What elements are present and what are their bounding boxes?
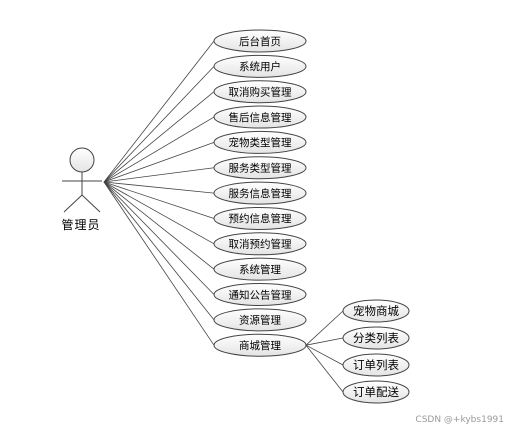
association-line (103, 181, 215, 194)
use-case-12: 资源管理 (213, 308, 307, 332)
use-case-13: 商城管理 (213, 333, 307, 357)
sub-use-case-2-shape (342, 326, 410, 350)
use-case-2: 系统用户 (213, 54, 307, 78)
association-line (103, 181, 215, 321)
use-case-5: 宠物类型管理 (213, 130, 307, 154)
sub-association-line (305, 344, 344, 366)
sub-use-case-2-label: 分类列表 (353, 331, 399, 345)
use-case-6-label: 服务类型管理 (229, 162, 292, 175)
use-case-4-label: 售后信息管理 (229, 111, 292, 124)
use-case-1-shape (213, 29, 307, 53)
sub-association-line (305, 344, 344, 393)
association-line (103, 91, 215, 183)
use-case-3-shape (213, 80, 307, 104)
use-case-3-label: 取消购买管理 (229, 85, 292, 98)
association-lines (103, 40, 344, 393)
use-case-11-shape (213, 283, 307, 306)
use-case-10: 系统管理 (213, 257, 307, 281)
use-case-9: 取消预约管理 (213, 232, 307, 256)
sub-use-case-4-label: 订单配送 (353, 385, 399, 399)
use-case-7-label: 服务信息管理 (229, 187, 292, 200)
association-line (103, 142, 215, 183)
sub-association-line (305, 310, 344, 346)
use-case-4: 售后信息管理 (213, 105, 307, 129)
use-case-1: 后台首页 (213, 29, 307, 53)
use-case-10-label: 系统管理 (239, 263, 281, 276)
use-case-13-shape (213, 333, 307, 357)
sub-use-case-1-label: 宠物商城 (353, 304, 399, 318)
actor-left-leg (63, 194, 83, 213)
sub-use-case-4-shape (342, 380, 410, 404)
use-case-6-shape (213, 156, 307, 180)
use-case-10-shape (213, 257, 307, 281)
association-line (103, 40, 215, 183)
association-line (103, 181, 215, 219)
association-line (103, 181, 215, 245)
sub-use-case-3-label: 订单列表 (353, 358, 399, 372)
use-case-1-label: 后台首页 (239, 35, 281, 48)
sub-use-case-1-shape (342, 299, 410, 323)
actor-right-leg (81, 194, 101, 213)
association-line (103, 116, 215, 183)
use-case-6: 服务类型管理 (213, 156, 307, 180)
use-case-11-label: 通知公告管理 (229, 288, 292, 301)
use-case-8-label: 预约信息管理 (229, 212, 292, 225)
actor-head (69, 147, 95, 173)
use-case-12-label: 资源管理 (239, 314, 281, 327)
actor-label: 管理员 (61, 218, 101, 232)
watermark-text: CSDN @+kybs1991 (415, 415, 504, 425)
sub-use-case-1: 宠物商城 (342, 299, 410, 323)
association-line (103, 181, 215, 346)
sub-use-case-3: 订单列表 (342, 353, 410, 377)
sub-use-case-3-shape (342, 353, 410, 377)
association-line (103, 167, 215, 183)
use-case-2-label: 系统用户 (239, 60, 281, 73)
sub-use-case-4: 订单配送 (342, 380, 410, 404)
use-case-12-shape (213, 308, 307, 332)
sub-association-line (305, 337, 344, 346)
use-case-11: 通知公告管理 (213, 283, 307, 306)
association-line (103, 66, 215, 183)
actor-figure (62, 147, 102, 213)
use-case-5-label: 宠物类型管理 (229, 136, 292, 149)
use-case-9-shape (213, 232, 307, 256)
use-case-13-label: 商城管理 (239, 339, 281, 352)
use-case-2-shape (213, 54, 307, 78)
use-case-7: 服务信息管理 (213, 181, 307, 205)
use-case-9-label: 取消预约管理 (229, 238, 292, 251)
use-case-list: 后台首页系统用户取消购买管理售后信息管理宠物类型管理服务类型管理服务信息管理预约… (213, 29, 307, 357)
sub-use-case-2: 分类列表 (342, 326, 410, 350)
use-case-8-shape (213, 206, 307, 230)
use-case-5-shape (213, 130, 307, 154)
use-case-4-shape (213, 105, 307, 129)
use-case-7-shape (213, 181, 307, 205)
association-line (103, 181, 215, 295)
use-case-3: 取消购买管理 (213, 80, 307, 104)
use-case-8: 预约信息管理 (213, 206, 307, 230)
association-line (103, 181, 215, 270)
